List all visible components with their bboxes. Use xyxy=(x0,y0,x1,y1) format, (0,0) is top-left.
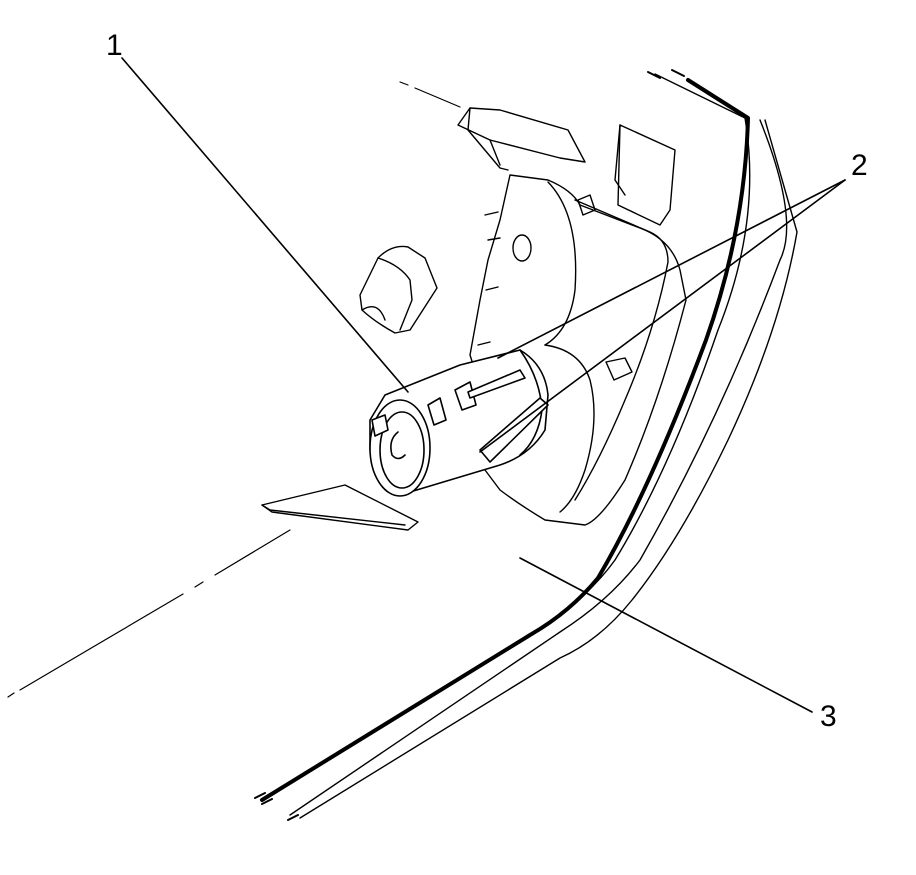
housing-back-lens-inner xyxy=(614,124,626,196)
panel-dash-top xyxy=(647,69,685,79)
panel-side-edge xyxy=(299,119,798,819)
lamp-socket xyxy=(369,349,549,497)
rubber-cap xyxy=(359,245,438,334)
gasket-edge xyxy=(261,504,406,526)
gasket xyxy=(261,484,419,531)
callout-2-label: 2 xyxy=(851,149,868,182)
cap-outline xyxy=(359,245,438,334)
housing-notch-1 xyxy=(577,194,596,216)
socket-latch xyxy=(427,381,477,426)
mount-hole xyxy=(512,234,532,262)
trim-panel xyxy=(254,69,798,821)
housing-inner-ridge xyxy=(544,181,577,346)
housing-lens-edge xyxy=(544,344,595,513)
leader-line-1 xyxy=(121,57,409,393)
leader-line-3 xyxy=(519,557,813,713)
leader-line-2a xyxy=(497,179,846,359)
socket-face-inner xyxy=(379,411,425,489)
centerline xyxy=(7,81,461,698)
socket-terminal xyxy=(390,431,406,460)
housing-tabs xyxy=(477,211,501,346)
socket-face xyxy=(369,399,431,497)
housing-notch-2 xyxy=(605,357,633,381)
cap-ridge xyxy=(361,257,413,331)
callout-1-label: 1 xyxy=(106,29,123,62)
panel-thick-edge xyxy=(260,78,750,802)
leader-line-2b xyxy=(479,179,846,453)
housing-back-lens xyxy=(617,124,676,226)
housing-pointer-tab-edge xyxy=(467,107,509,171)
socket-key-tab xyxy=(371,414,389,437)
centerline-lower xyxy=(7,529,291,698)
centerline-upper xyxy=(399,81,461,108)
callout-3-label: 3 xyxy=(820,700,837,733)
panel-inner-edge xyxy=(289,119,788,816)
gasket-outline xyxy=(261,484,419,531)
housing-pointer-tab xyxy=(457,107,586,163)
panel-dash-bottom xyxy=(254,792,299,821)
housing-flange xyxy=(574,199,669,501)
leader-lines xyxy=(121,57,846,713)
socket-rib xyxy=(467,369,526,399)
